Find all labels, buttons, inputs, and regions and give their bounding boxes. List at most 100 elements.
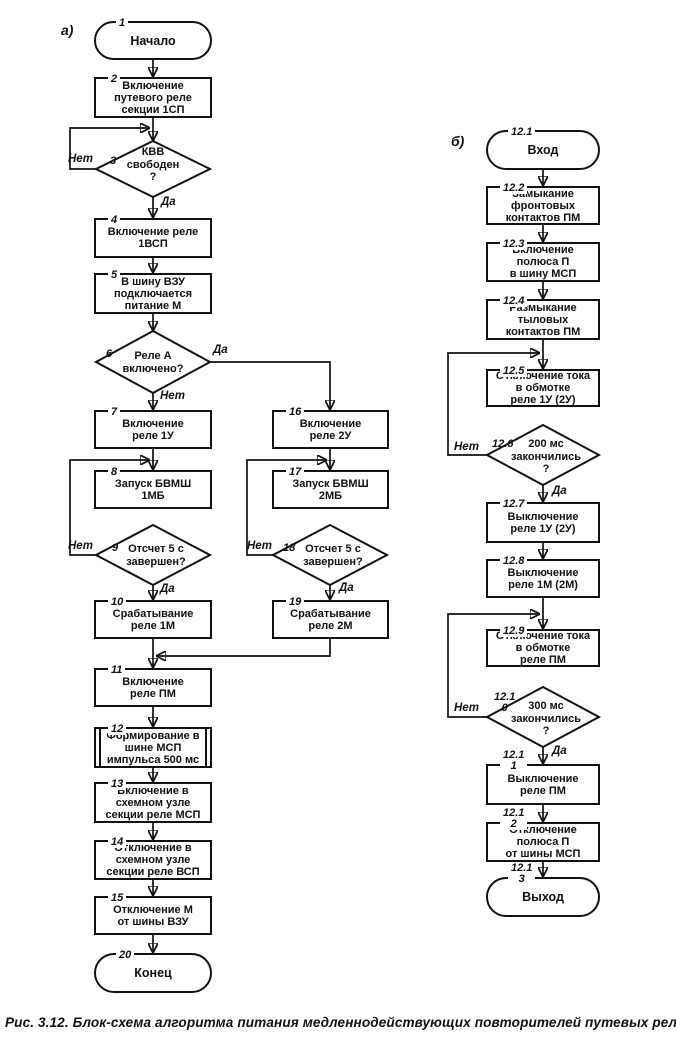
node-text-line: в обмотке xyxy=(515,382,571,394)
node-text-line: в обмотке xyxy=(515,642,571,654)
node-text: Выход xyxy=(522,890,564,904)
node-text-line: Срабатывание xyxy=(290,607,371,620)
node-text-line: реле ПМ xyxy=(130,687,176,700)
node-text-line: тыловых xyxy=(517,313,569,326)
node-text-line: реле 2М xyxy=(308,619,353,632)
node-number: 12.9 xyxy=(500,626,528,637)
decision-diamond-9 xyxy=(93,523,213,587)
node-text-line: Выход xyxy=(522,890,564,904)
edge-label-yes: Да xyxy=(213,344,228,356)
decision-number-3: 3 xyxy=(110,155,117,167)
node-number: 8 xyxy=(108,467,121,478)
node-text: Конец xyxy=(134,966,172,980)
node-text-line: Включение xyxy=(122,675,184,688)
flow-edge-loop-no xyxy=(447,614,539,718)
node-text-line: путевого реле xyxy=(114,91,192,104)
node-text-line: Конец xyxy=(134,966,172,980)
node-text-line: реле 1У (2У) xyxy=(510,522,576,535)
node-number: 12.7 xyxy=(500,499,528,510)
node-text-line: 1МБ xyxy=(141,489,165,502)
decision-diamond-3 xyxy=(93,139,213,199)
decision-diamond-12-6 xyxy=(484,423,602,487)
node-text-line: Запуск БВМШ xyxy=(114,477,192,490)
node-text-line: Замыкание xyxy=(512,187,574,200)
flow-node-entry: 12.1 Вход xyxy=(486,127,600,170)
node-text-line: питание М xyxy=(124,299,182,312)
node-text-line: Отключение в xyxy=(114,842,192,854)
node-text-line: Вход xyxy=(527,143,559,157)
edges-chart-b xyxy=(447,170,543,876)
node-number: 13 xyxy=(108,779,127,790)
edge-label-yes: Да xyxy=(160,583,175,595)
node-text-line: В шину ВЗУ xyxy=(121,275,185,288)
node-text-line: реле 2У xyxy=(309,429,352,442)
edge-label-yes: Да xyxy=(339,582,354,594)
decision-number-18: 18 xyxy=(283,542,296,554)
flow-edge-loop-no xyxy=(69,128,149,170)
decision-number-6: 6 xyxy=(106,348,113,360)
figure-caption: Рис. 3.12. Блок-схема алгоритма питания … xyxy=(5,1015,676,1030)
edge-label-yes: Да xyxy=(552,745,567,757)
node-number: 19 xyxy=(286,597,305,608)
node-text-line: Выключение xyxy=(507,772,579,785)
node-number: 10 xyxy=(108,597,127,608)
node-text-line: Включение xyxy=(299,417,362,430)
node-text-line: реле 1У (2У) xyxy=(510,394,576,406)
node-number: 7 xyxy=(108,407,121,418)
node-text-line: Выключение xyxy=(507,510,579,523)
flow-edge-loop-no xyxy=(447,353,539,456)
node-text-line: Формирование в xyxy=(106,729,200,742)
node-text-line: Включение xyxy=(512,244,574,256)
node-text-line: в шину МСП xyxy=(509,268,577,280)
flow-edge-loop-no xyxy=(246,460,326,556)
node-text-line: подключается xyxy=(113,287,193,300)
decision-diamond-12-10 xyxy=(484,685,602,749)
node-number: 12.1 xyxy=(508,127,536,138)
part-a-label: а) xyxy=(61,22,74,38)
node-text-line: шине МСП xyxy=(124,741,182,754)
node-number: 20 xyxy=(116,950,135,961)
part-b-label: б) xyxy=(451,133,465,149)
decision-number-9: 9 xyxy=(112,542,119,554)
node-text-line: секции реле МСП xyxy=(105,808,201,821)
edge-label-yes: Да xyxy=(552,485,567,497)
node-number: 12.3 xyxy=(500,239,528,250)
node-text: Начало xyxy=(130,34,175,47)
node-text-line: схемном узле xyxy=(115,854,191,866)
edge-label-no: Нет xyxy=(247,540,272,552)
edge-label-no: Нет xyxy=(68,540,93,552)
node-number: 12.8 xyxy=(500,556,528,567)
node-number: 14 xyxy=(108,837,127,848)
node-text-line: реле 1М (2М) xyxy=(508,578,578,591)
node-number: 12.4 xyxy=(500,296,528,307)
